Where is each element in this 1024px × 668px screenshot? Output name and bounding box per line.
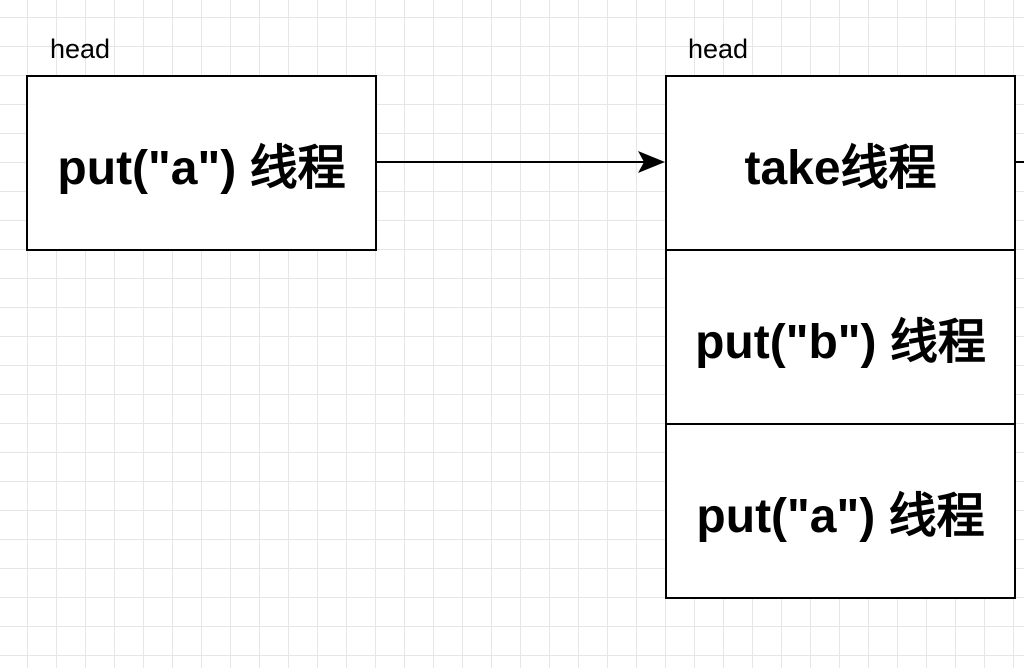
left-head-label: head: [50, 34, 111, 64]
right-head-label: head: [688, 34, 749, 64]
queue-node-put-a: put("a") 线程: [665, 423, 1016, 599]
transition-arrow-head: [638, 151, 665, 173]
right-queue-stack: take线程 put("b") 线程 put("a") 线程: [665, 75, 1016, 599]
queue-node-text: put("b") 线程: [695, 316, 986, 369]
queue-node-take: take线程: [665, 75, 1016, 251]
queue-node-text: put("a") 线程: [696, 490, 985, 543]
queue-node-put-b: put("b") 线程: [665, 249, 1016, 425]
queue-node-text: take线程: [744, 142, 937, 195]
left-queue-node: put("a") 线程: [26, 75, 377, 251]
left-queue-node-text: put("a") 线程: [57, 142, 346, 195]
